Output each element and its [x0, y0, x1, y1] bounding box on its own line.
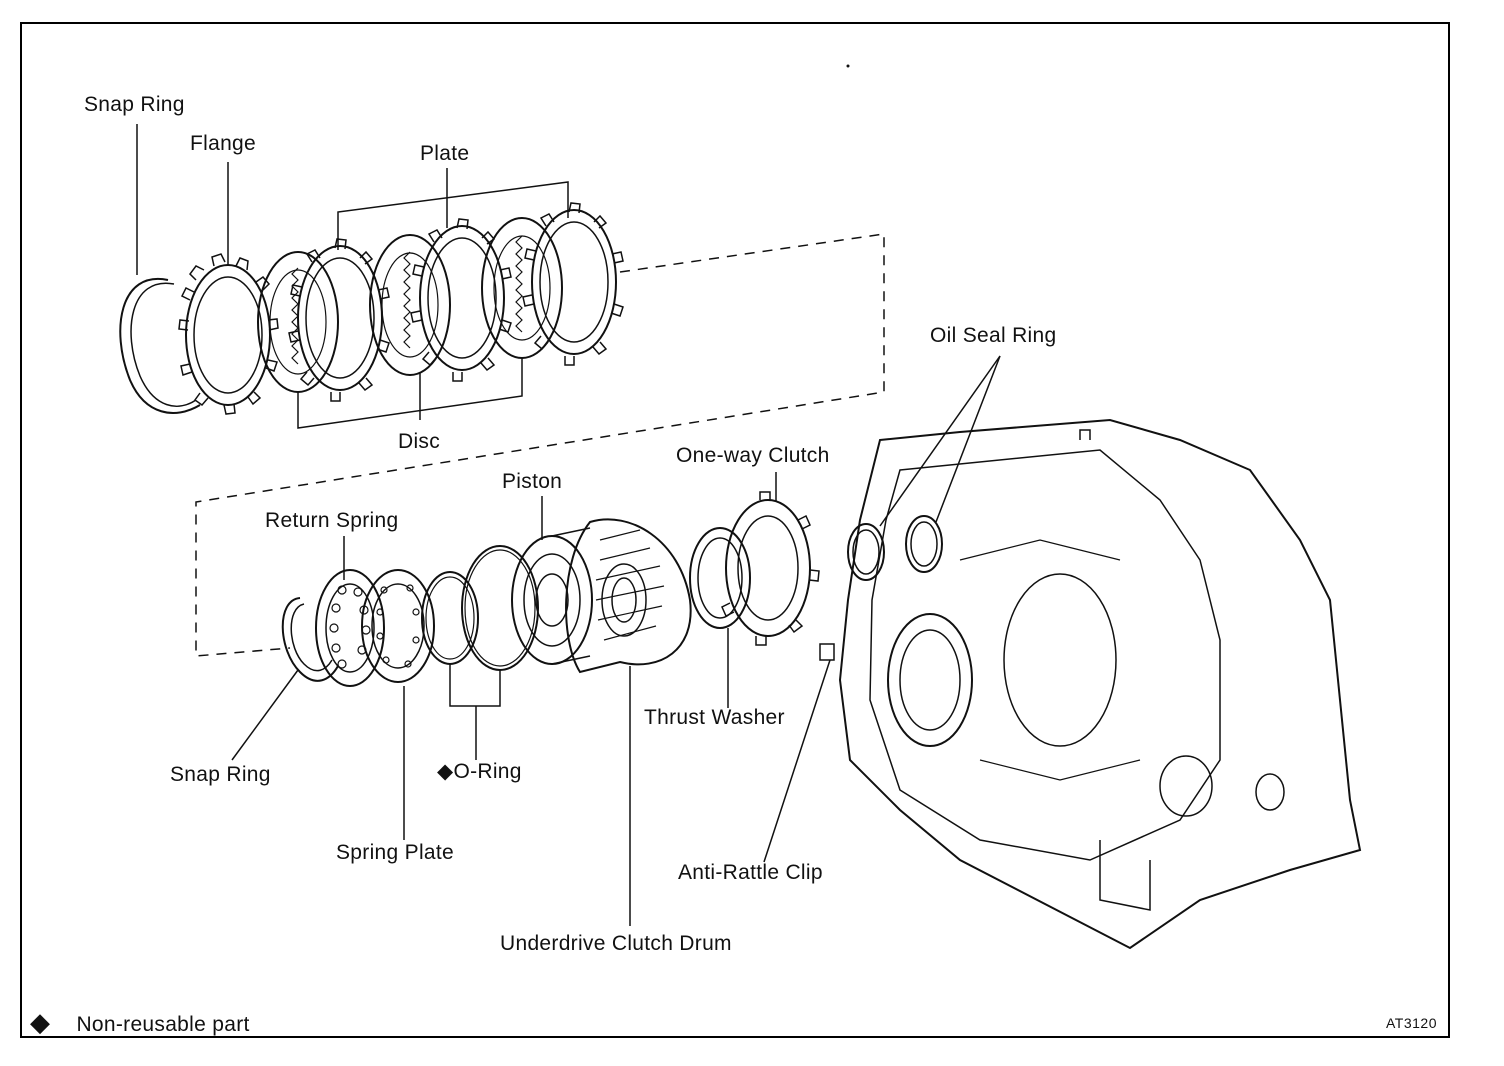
- plate-part-2: [419, 225, 505, 371]
- label-oil-seal-ring: Oil Seal Ring: [930, 324, 1057, 347]
- o-ring-text: O-Ring: [453, 760, 522, 783]
- figure-code: AT3120: [1386, 1015, 1437, 1031]
- oil-seal-ring-part-2: [905, 515, 943, 573]
- assembly-dashed-outline: [195, 233, 885, 657]
- case-outline: [838, 418, 1362, 950]
- label-thrust-washer: Thrust Washer: [644, 706, 785, 729]
- plate-part-1: [297, 245, 383, 391]
- upper-clutch-pack: [119, 124, 624, 429]
- spring-plate-part: [361, 569, 435, 683]
- plate-bracket: [337, 181, 569, 250]
- legend-text: Non-reusable part: [76, 1013, 250, 1036]
- transaxle-case: [819, 355, 1362, 950]
- snap-ring-lower-part: [281, 597, 339, 682]
- diagram-frame: [20, 22, 1450, 1038]
- oil-seal-ring-part-1: [847, 523, 885, 581]
- label-spring-plate: Spring Plate: [336, 841, 455, 864]
- disc-bracket: [297, 358, 523, 429]
- anti-rattle-clip-part: [819, 643, 835, 661]
- label-flange: Flange: [190, 132, 257, 155]
- label-one-way-clutch: One-way Clutch: [676, 444, 830, 467]
- label-anti-rattle-clip: Anti-Rattle Clip: [678, 861, 823, 884]
- label-snap-ring-top: Snap Ring: [84, 93, 185, 116]
- label-disc: Disc: [398, 430, 441, 453]
- o-ring-small-part: [421, 571, 479, 665]
- o-ring-bracket: [449, 664, 501, 707]
- label-plate: Plate: [420, 142, 470, 165]
- label-o-ring: ◆O-Ring: [437, 761, 522, 782]
- non-reusable-diamond-icon: ◆: [437, 760, 454, 783]
- one-way-clutch-part: [725, 499, 811, 637]
- disc-part-2: [369, 234, 451, 376]
- legend: ◆ Non-reusable part: [30, 1009, 250, 1035]
- label-piston: Piston: [502, 470, 563, 493]
- legend-diamond-icon: ◆: [30, 1007, 51, 1037]
- thrust-washer-part: [689, 527, 751, 629]
- label-return-spring: Return Spring: [265, 509, 399, 532]
- snap-ring-upper-part: [119, 277, 201, 414]
- flange-part: [185, 264, 271, 406]
- return-spring-part: [315, 569, 385, 687]
- lower-assembly: [231, 472, 831, 926]
- label-underdrive-clutch-drum: Underdrive Clutch Drum: [500, 932, 732, 955]
- underdrive-clutch-drum-part: [565, 518, 692, 674]
- label-snap-ring-bottom: Snap Ring: [170, 763, 271, 786]
- plate-part-3: [531, 209, 617, 355]
